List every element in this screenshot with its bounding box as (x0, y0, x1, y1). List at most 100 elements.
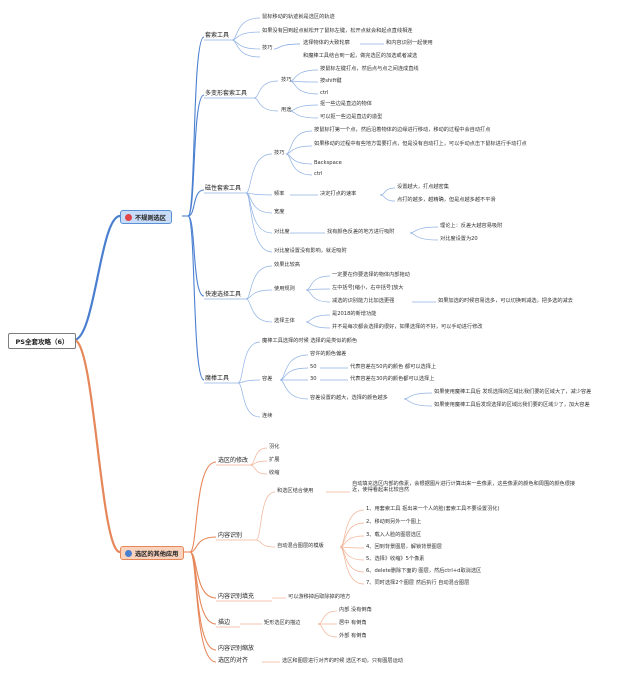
connector-line (409, 232, 439, 241)
flame-icon (125, 549, 132, 557)
connector-line (245, 192, 273, 196)
connector-line (339, 546, 365, 549)
node-text: 设置越大，打点越密集 (397, 184, 449, 190)
node-text: 如果加选的时候容易选多，可以切换到减选，把多选的减去 (438, 298, 573, 304)
topic-content-aware[interactable]: 内容识别 (218, 532, 243, 539)
node-text: 羽化 (269, 444, 280, 450)
connector-line (187, 215, 205, 381)
connector-line (289, 69, 319, 82)
node-text: 连续 (262, 413, 273, 419)
node-text: 效果比较高 (274, 262, 300, 268)
node-text: 减选的识别能力比加选更强 (332, 298, 395, 304)
connector-line (403, 398, 433, 407)
node-text: 技巧 (274, 150, 285, 156)
connector-line (255, 491, 276, 541)
node-text: 扩展 (269, 457, 280, 463)
node-text: 容许的颜色偏差 (310, 351, 347, 357)
connector-line (289, 104, 319, 112)
node-text: 选区和图层进行对齐的时候 选区不动，只有图层运动 (282, 658, 403, 664)
node-text: 1、用套索工具 抠出来一个人的脸(套索工具不要设置羽化) (366, 506, 500, 512)
node-text: 决定打点的速率 (320, 191, 357, 197)
connector-line (305, 275, 331, 291)
connector-line (339, 509, 365, 548)
node-text: 一定要在你要选择的物体内部拖动 (332, 272, 410, 278)
node-text: 找有颜色反差的地方进行吸附 (327, 229, 395, 235)
connector-line (409, 226, 439, 234)
connector-line (237, 341, 261, 384)
connector-line (245, 192, 273, 234)
connector-line (253, 97, 279, 112)
connector-line (245, 289, 273, 300)
topic-lasso[interactable]: 套索工具 (205, 32, 230, 39)
node-text: 外部 有倒角 (339, 633, 367, 639)
connector-line (249, 464, 268, 475)
connector-line (317, 610, 338, 625)
node-text: 3、载入人脸的图层选区 (366, 532, 422, 538)
connector-line (273, 43, 301, 50)
connector-line (285, 130, 313, 155)
node-text: 容差设置的越大，选择的颜色越多 (310, 395, 388, 401)
node-text: 如果使用魔棒工具后发现选择的区域比我们要的区域少了，加大容差 (434, 402, 590, 408)
node-text: 代表容差在30内的颜色都可以选择上 (350, 376, 435, 382)
root-connector (73, 338, 121, 554)
node-text: 2、移动到另外一个图上 (366, 519, 422, 525)
node-text: 自动填充选区内部的像素，会根据图片进行计算出来一些像素，这些像素的颜色和周围的颜… (352, 481, 576, 493)
node-text: 容差 (262, 376, 273, 382)
node-text: 按shift键 (320, 78, 342, 84)
node-text: 是2018的新增功能 (332, 311, 377, 317)
connector-line (279, 354, 309, 381)
node-text: 宽度 (274, 209, 285, 215)
node-text: 用途 (281, 107, 292, 113)
branch-node-selection-other-uses[interactable]: 选区的其他应用 (120, 546, 185, 560)
root-connector (73, 214, 121, 342)
connector-line (237, 382, 261, 418)
node-text: 技巧 (262, 45, 273, 51)
topic-magnetic-lasso[interactable]: 磁性套索工具 (205, 185, 242, 192)
topic-quick-select[interactable]: 快速选择工具 (205, 291, 242, 298)
topic-polygon-lasso[interactable]: 多变形套索工具 (205, 90, 248, 97)
node-text: 6、delete删除下面的 图层，然后ctrl+d取消选区 (366, 568, 482, 574)
connector-line (339, 546, 365, 573)
connector-line (255, 539, 276, 548)
topic-content-aware-fill[interactable]: 内容识别填充 (218, 593, 255, 600)
topic-align-selection[interactable]: 选区的对齐 (218, 657, 249, 664)
node-text: 并不是每次都会选择的很好，如果选择的不好，可以手动进行修改 (332, 324, 483, 330)
node-text: 5、选择》收缩》5个像素 (366, 556, 425, 562)
connector-line (289, 80, 319, 95)
topic-magic-wand[interactable]: 魔棒工具 (205, 375, 230, 382)
info-icon (125, 213, 132, 221)
node-text: 7、同时选择2个图层 然后执行 自动混合图层 (366, 580, 470, 586)
node-text: 可以游移掉后取除掉的地方 (288, 594, 351, 600)
topic-modify-selection[interactable]: 选区的修改 (218, 457, 249, 464)
node-text: 使用规则 (274, 286, 295, 292)
node-text: 矩形选区的描边 (264, 620, 301, 626)
connector-line (245, 298, 273, 323)
connector-line (285, 145, 313, 155)
connector-line (189, 461, 217, 553)
node-text: 4、回到背景图层，解锁背景图层 (366, 544, 442, 550)
node-text: 点打的越多，越精确，但是点越多越不平滑 (397, 197, 496, 203)
node-text: 居中 有倒角 (339, 620, 367, 626)
connector-line (253, 80, 279, 99)
node-text: ctrl (320, 90, 329, 96)
connector-line (339, 546, 365, 585)
topic-stroke[interactable]: 描边 (218, 619, 231, 626)
node-text: 对比度设置为20 (440, 236, 478, 242)
node-text: 理论上：反差大越容易吸附 (440, 223, 503, 229)
branch-node-irregular-selection[interactable]: 不规则选区 (120, 210, 172, 224)
root-node[interactable]: PS全套攻略（6） (8, 333, 76, 349)
connector-line (237, 379, 261, 384)
connector-line (339, 522, 365, 548)
connector-line (379, 194, 396, 202)
node-text: 如果没有回到起点就松开了鼠标左键，松开点就会和起点直线相连 (262, 28, 413, 34)
connector-line (285, 153, 313, 176)
connector-line (379, 187, 396, 196)
node-text: 如果移动的过程中有些地方需要打点，但是没有自动打上，可以手动点击下鼠标进行手动打… (314, 141, 527, 147)
connector-line (305, 289, 331, 303)
topic-content-aware-scale[interactable]: 内容识别缩放 (218, 645, 255, 652)
branch-label: 选区的其他应用 (135, 550, 179, 558)
connector-line (289, 80, 319, 83)
node-text: 收缩 (269, 470, 280, 476)
connector-line (245, 265, 273, 300)
